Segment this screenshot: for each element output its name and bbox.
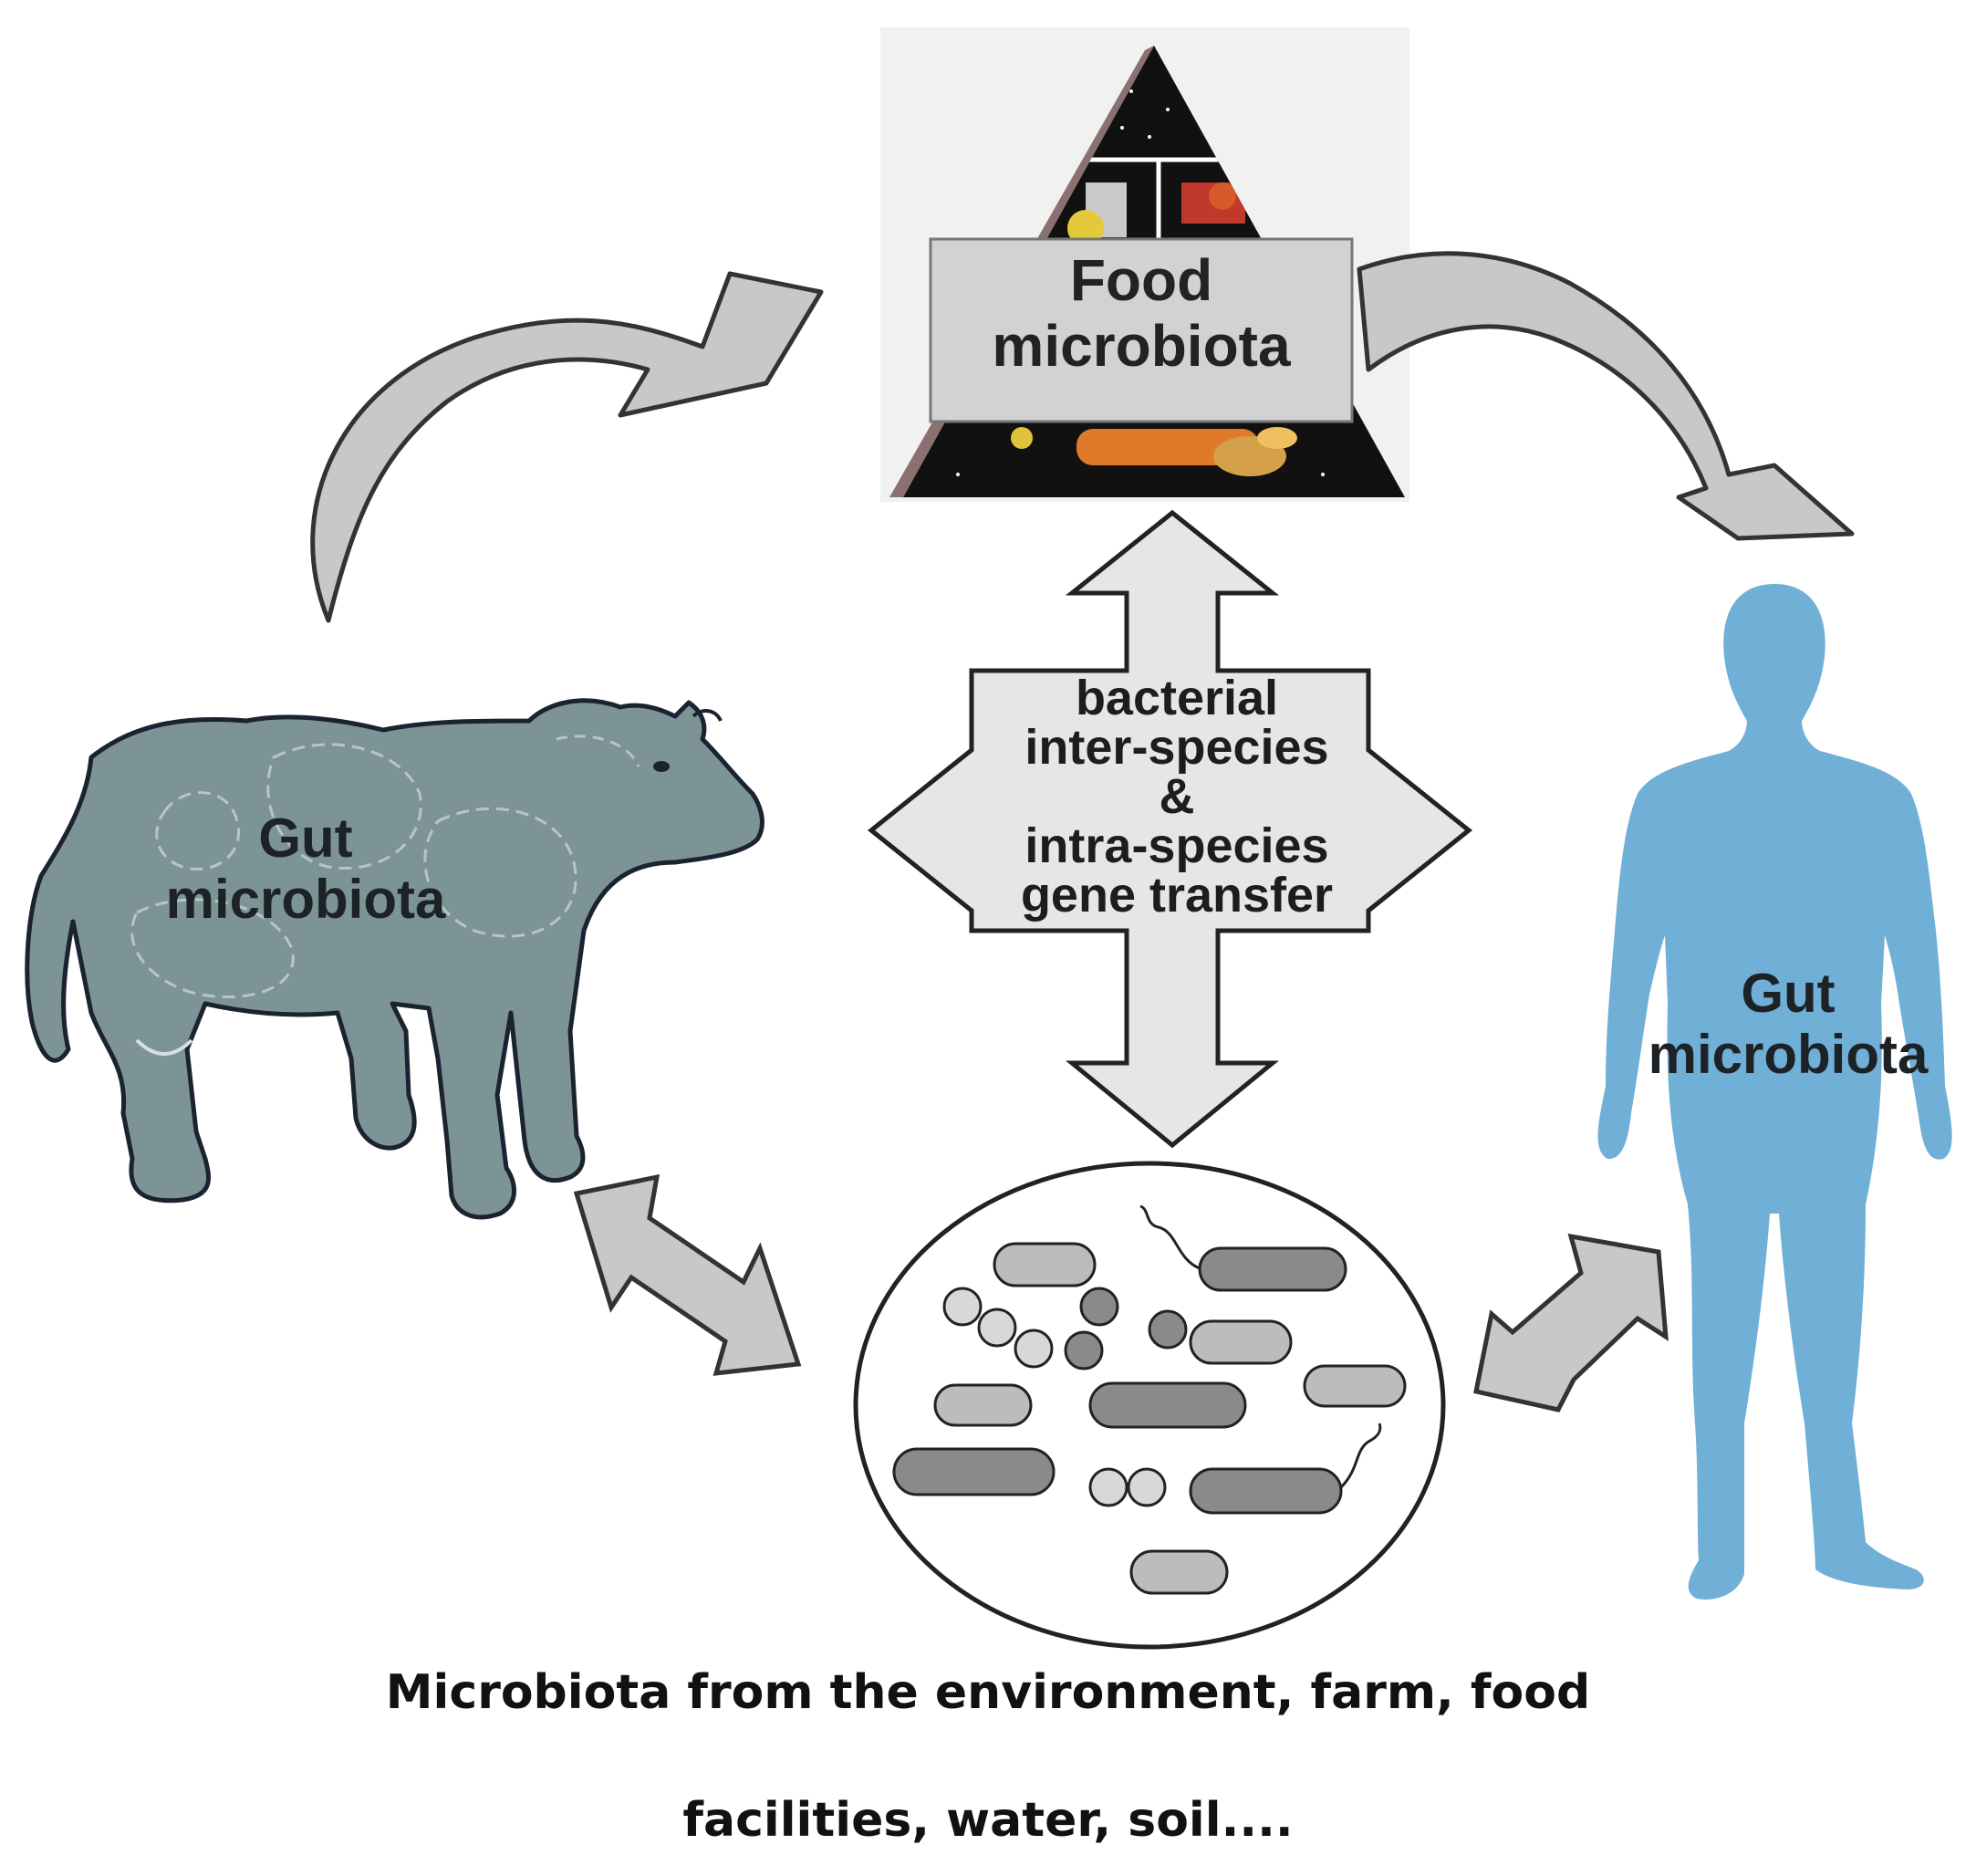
gene-transfer-label: bacterial inter-species & intra-species … (949, 673, 1405, 920)
food-label-line1: Food (1069, 247, 1213, 313)
bacteria-circle-icon (853, 1161, 1446, 1650)
caption-line2: facilities, water, soil.... (682, 1793, 1294, 1848)
cow-gut-microbiota-label: Gut microbiota (109, 808, 502, 930)
cow-icon (25, 698, 764, 1220)
arrow-cow-to-food-icon (310, 271, 824, 623)
human-gut-microbiota-label: Gut microbiota (1606, 963, 1971, 1085)
caption-line1: Microbiota from the environment, farm, f… (385, 1665, 1591, 1720)
arrow-food-to-human-icon (1357, 251, 1855, 541)
cow-label-line2: microbiota (165, 869, 446, 931)
arrow-cow-bacteria-icon (573, 1173, 802, 1376)
cow-label-line1: Gut (258, 808, 353, 869)
arrow-bacteria-human-icon (1473, 1233, 1669, 1412)
transfer-line2: inter-species (1024, 720, 1329, 775)
transfer-line5: gene transfer (1020, 868, 1334, 922)
food-pyramid-icon (880, 27, 1409, 502)
gene-transfer-cross-arrow-icon (867, 509, 1473, 1149)
food-label-line2: microbiota (992, 312, 1291, 379)
transfer-line1: bacterial (1075, 671, 1279, 725)
transfer-line3: & (1159, 769, 1195, 824)
transfer-line4: intra-species (1024, 818, 1329, 873)
human-label-line2: microbiota (1648, 1024, 1929, 1086)
human-icon (1597, 584, 1952, 1600)
human-label-line1: Gut (1741, 963, 1836, 1024)
food-microbiota-label: Food microbiota (931, 247, 1352, 379)
